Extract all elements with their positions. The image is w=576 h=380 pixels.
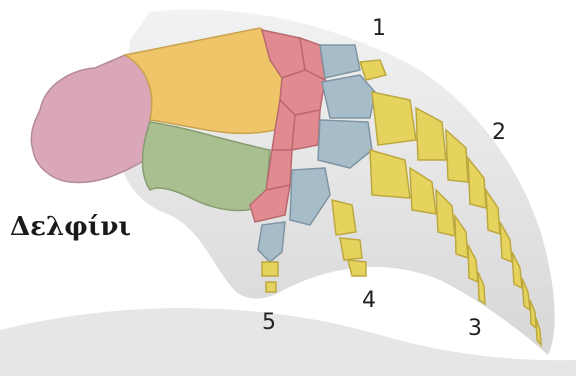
- humerus-bone: [31, 55, 151, 183]
- digit-5-label: 5: [262, 312, 276, 334]
- digit-1-label: 1: [372, 18, 386, 40]
- body-silhouette: [0, 308, 576, 376]
- animal-label: Δελφίνι: [10, 214, 131, 240]
- digit-2-label: 2: [492, 122, 506, 144]
- digit-3-label: 3: [468, 318, 482, 340]
- digit-4-label: 4: [362, 290, 376, 312]
